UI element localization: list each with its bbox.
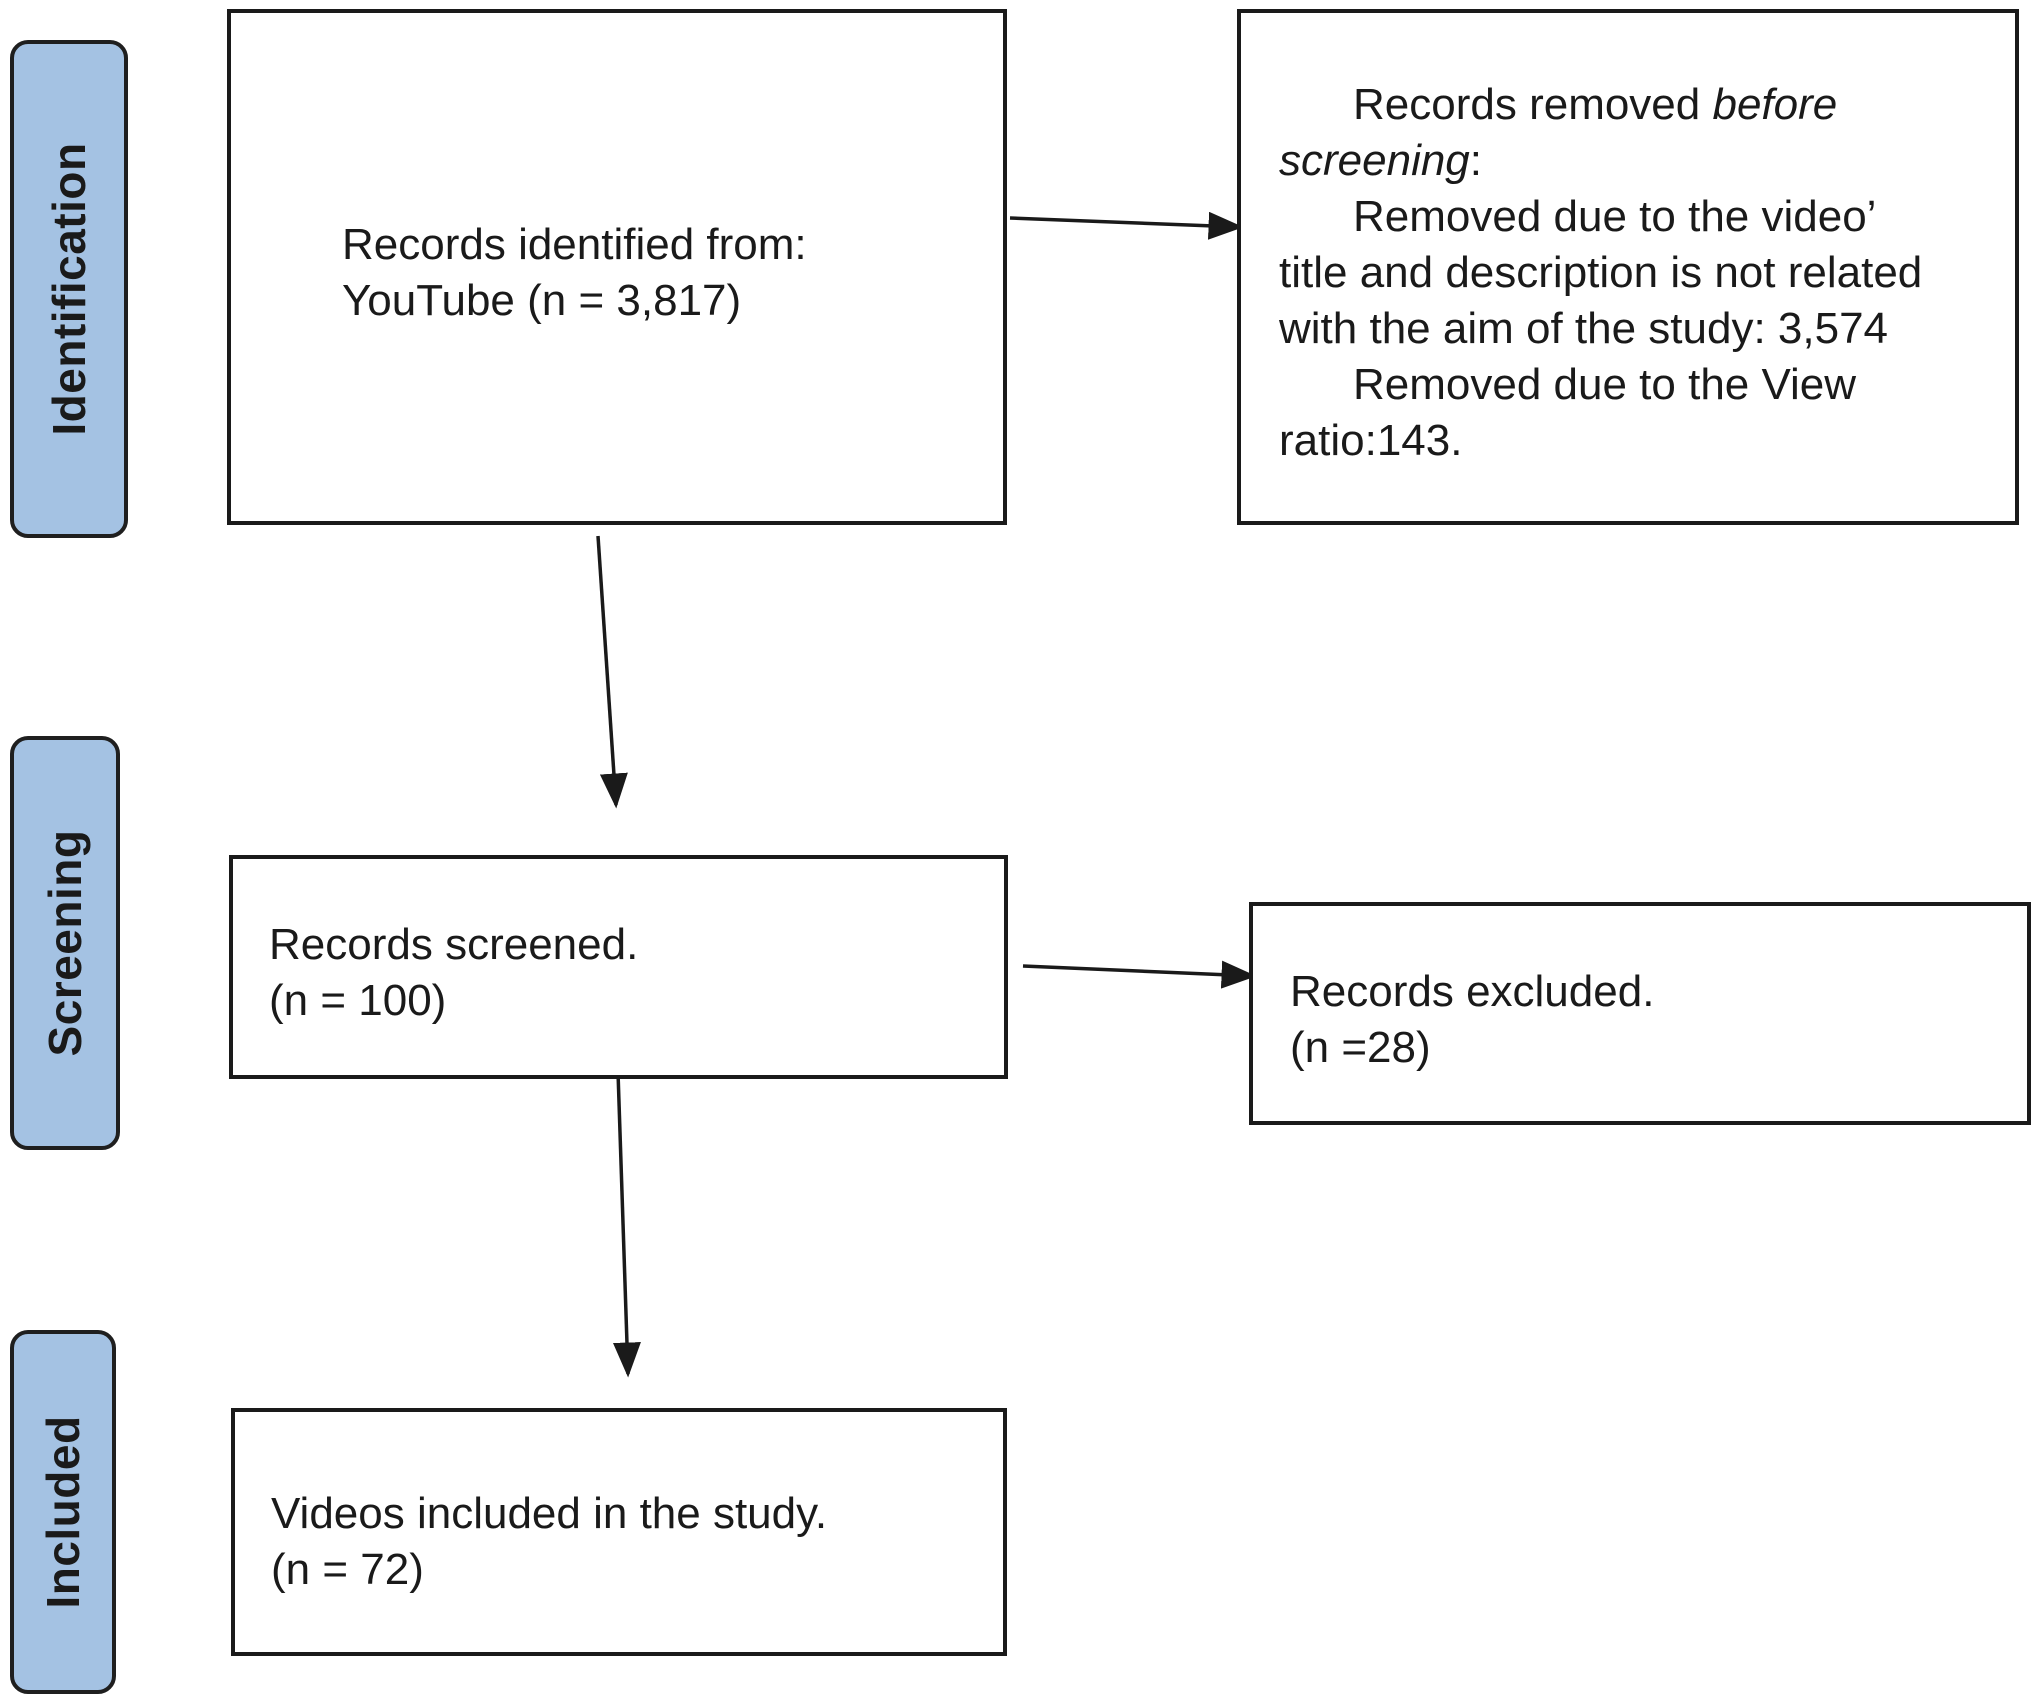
removed-title-colon: : xyxy=(1469,136,1483,185)
records-identified-text: Records identified from: YouTube (n = 3,… xyxy=(342,217,807,329)
records-screened-box: Records screened. (n = 100) xyxy=(229,855,1008,1079)
removed-item1-line1: Removed due to the video’ xyxy=(1353,192,1877,241)
records-identified-line1: Records identified from: xyxy=(342,220,807,269)
records-removed-text: Records removed before screening: Remove… xyxy=(1279,77,1999,469)
records-screened-text: Records screened. (n = 100) xyxy=(269,917,638,1029)
arrow-identified-to-screened xyxy=(596,535,628,809)
videos-included-text: Videos included in the study. (n = 72) xyxy=(271,1486,827,1598)
arrow-screened-to-included xyxy=(612,1071,641,1378)
videos-included-line2: (n = 72) xyxy=(271,1545,424,1594)
records-identified-line2: YouTube (n = 3,817) xyxy=(342,276,742,325)
stage-included: Included xyxy=(10,1330,116,1694)
records-identified-box: Records identified from: YouTube (n = 3,… xyxy=(227,9,1007,525)
stage-included-label: Included xyxy=(37,1415,89,1609)
removed-title-prefix: Records removed xyxy=(1353,80,1713,129)
records-removed-box: Records removed before screening: Remove… xyxy=(1237,9,2019,525)
records-excluded-box: Records excluded. (n =28) xyxy=(1249,902,2031,1125)
stage-screening-label: Screening xyxy=(39,829,91,1057)
removed-item1-line2: title and description is not related xyxy=(1279,248,1923,297)
records-removed-title: Records removed before xyxy=(1279,77,1999,133)
arrow-identified-to-removed xyxy=(1009,211,1244,240)
records-screened-line2: (n = 100) xyxy=(269,976,447,1025)
removed-item2-line1: Removed due to the View xyxy=(1353,360,1857,409)
arrow-screened-to-excluded xyxy=(1022,960,1257,989)
records-excluded-line1: Records excluded. xyxy=(1290,967,1655,1016)
records-excluded-text: Records excluded. (n =28) xyxy=(1290,964,1654,1076)
removed-item2-line2: ratio:143. xyxy=(1279,416,1463,465)
records-removed-title-cont: screening: xyxy=(1279,133,1999,189)
stage-screening: Screening xyxy=(10,736,120,1150)
records-excluded-line2: (n =28) xyxy=(1290,1023,1431,1072)
removed-item1-line3: with the aim of the study: 3,574 xyxy=(1279,304,1889,353)
videos-included-box: Videos included in the study. (n = 72) xyxy=(231,1408,1007,1656)
stage-identification: Identification xyxy=(10,40,128,538)
removed-title-before: before xyxy=(1712,80,1838,129)
stage-identification-label: Identification xyxy=(43,142,95,436)
records-screened-line1: Records screened. xyxy=(269,920,639,969)
videos-included-line1: Videos included in the study. xyxy=(271,1489,828,1538)
removed-title-screening: screening xyxy=(1279,136,1470,185)
